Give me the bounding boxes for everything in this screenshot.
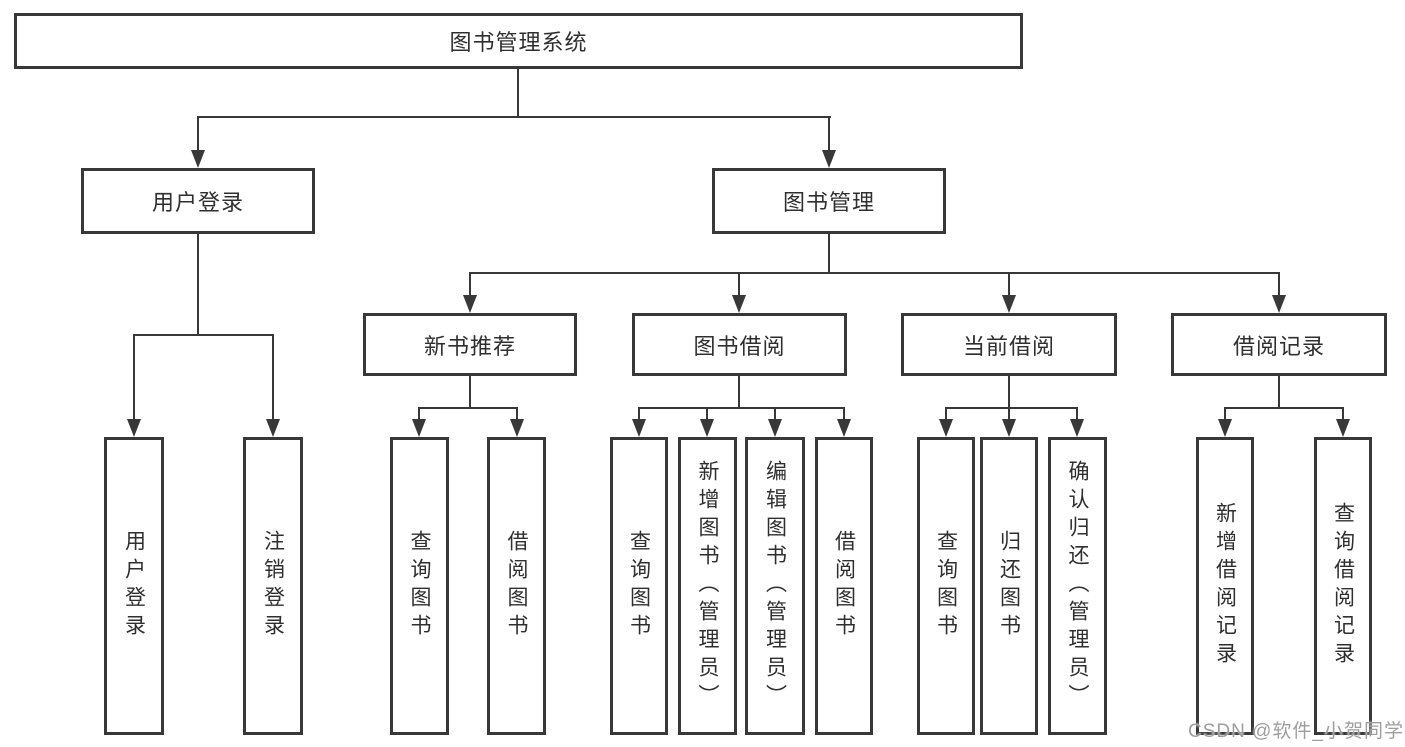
connector-to-user-login xyxy=(197,116,199,152)
arrowhead-records-c1-icon xyxy=(1218,419,1232,437)
connector-borrow-trunk xyxy=(738,375,740,409)
node-book-management-label: 图书管理 xyxy=(782,190,875,215)
arrowhead-logout-leaf-icon xyxy=(266,419,280,437)
connector-recommend-c2 xyxy=(516,407,518,421)
arrowhead-current-icon xyxy=(1002,295,1016,313)
leaf-current-return-books-label: 归还图书 xyxy=(997,530,1021,642)
connector-user-login-fork xyxy=(133,334,274,336)
connector-borrow-c3 xyxy=(774,407,776,421)
arrowhead-borrow-c1-icon xyxy=(632,419,646,437)
leaf-recommend-query-books-label: 查询图书 xyxy=(408,530,431,642)
arrowhead-recommend-c2-icon xyxy=(510,419,524,437)
connector-records-c2 xyxy=(1342,407,1344,421)
arrowhead-login-leaf-icon xyxy=(127,419,141,437)
node-user-login-label: 用户登录 xyxy=(151,190,244,215)
leaf-user-login: 用户登录 xyxy=(104,437,164,735)
node-borrow-records: 借阅记录 xyxy=(1171,313,1387,376)
arrowhead-borrow-c4-icon xyxy=(837,419,851,437)
leaf-borrow-query-books: 查询图书 xyxy=(610,437,668,735)
arrowhead-user-login-icon xyxy=(191,150,205,168)
arrowhead-borrow-c3-icon xyxy=(768,419,782,437)
connector-to-records xyxy=(1278,272,1280,297)
arrowhead-records-icon xyxy=(1272,295,1286,313)
connector-book-mgmt-trunk xyxy=(828,233,830,274)
leaf-borrow-edit-book-admin: 编辑图书（管理员） xyxy=(745,437,805,735)
connector-to-login-leaf xyxy=(133,334,135,421)
arrowhead-book-management-icon xyxy=(822,150,836,168)
leaf-current-return-books: 归还图书 xyxy=(980,437,1038,735)
leaf-current-confirm-return-admin-label: 确认归还（管理员） xyxy=(1066,460,1089,712)
arrowhead-recommend-c1-icon xyxy=(412,419,426,437)
node-book-borrow: 图书借阅 xyxy=(632,313,847,376)
node-new-book-recommend: 新书推荐 xyxy=(363,313,577,376)
arrowhead-records-c2-icon xyxy=(1336,419,1350,437)
node-library-system: 图书管理系统 xyxy=(14,13,1023,69)
leaf-borrow-query-books-label: 查询图书 xyxy=(627,530,651,642)
connector-to-borrow xyxy=(738,272,740,297)
csdn-watermark: CSDN @软件_小贺同学 xyxy=(1188,721,1404,742)
connector-current-trunk xyxy=(1008,375,1010,409)
leaf-current-query-books-label: 查询图书 xyxy=(934,530,958,642)
connector-borrow-c4 xyxy=(843,407,845,421)
leaf-borrow-borrow-books: 借阅图书 xyxy=(815,437,873,735)
connector-to-logout-leaf xyxy=(272,334,274,421)
node-book-management: 图书管理 xyxy=(712,168,946,234)
leaf-borrow-add-book-admin-label: 新增图书（管理员） xyxy=(696,460,719,712)
node-user-login: 用户登录 xyxy=(81,168,315,234)
connector-to-recommend xyxy=(469,272,471,297)
leaf-current-query-books: 查询图书 xyxy=(917,437,975,735)
leaf-logout-label: 注销登录 xyxy=(261,530,285,642)
node-current-borrow: 当前借阅 xyxy=(901,313,1117,376)
leaf-records-query-record: 查询借阅记录 xyxy=(1314,437,1372,735)
node-current-borrow-label: 当前借阅 xyxy=(962,333,1055,359)
connector-user-login-trunk xyxy=(197,233,199,336)
connector-records-fork xyxy=(1224,407,1344,409)
leaf-records-query-record-label: 查询借阅记录 xyxy=(1331,502,1355,670)
connector-level3-fork xyxy=(469,272,1280,274)
leaf-records-add-record-label: 新增借阅记录 xyxy=(1213,502,1237,670)
connector-root-trunk xyxy=(517,67,519,118)
leaf-borrow-add-book-admin: 新增图书（管理员） xyxy=(678,437,737,735)
connector-to-current xyxy=(1008,272,1010,297)
connector-level2-fork xyxy=(197,116,831,118)
connector-borrow-c2 xyxy=(706,407,708,421)
leaf-recommend-borrow-books-label: 借阅图书 xyxy=(505,530,528,642)
connector-borrow-fork xyxy=(638,407,845,409)
connector-recommend-trunk xyxy=(469,375,471,409)
leaf-user-login-label: 用户登录 xyxy=(122,530,146,642)
leaf-current-confirm-return-admin: 确认归还（管理员） xyxy=(1048,437,1107,735)
leaf-logout: 注销登录 xyxy=(243,437,303,735)
leaf-recommend-query-books: 查询图书 xyxy=(390,437,449,735)
connector-current-c2 xyxy=(1008,407,1010,421)
connector-to-book-management xyxy=(828,116,830,152)
connector-current-fork xyxy=(945,407,1077,409)
arrowhead-current-c2-icon xyxy=(1002,419,1016,437)
connector-current-c1 xyxy=(945,407,947,421)
leaf-borrow-borrow-books-label: 借阅图书 xyxy=(832,530,856,642)
arrowhead-borrow-c2-icon xyxy=(700,419,714,437)
leaf-records-add-record: 新增借阅记录 xyxy=(1196,437,1254,735)
arrowhead-current-c1-icon xyxy=(939,419,953,437)
connector-recommend-c1 xyxy=(418,407,420,421)
node-library-system-label: 图书管理系统 xyxy=(449,30,588,55)
connector-recommend-fork xyxy=(418,407,518,409)
connector-records-trunk xyxy=(1278,375,1280,409)
leaf-borrow-edit-book-admin-label: 编辑图书（管理员） xyxy=(763,460,787,712)
node-book-borrow-label: 图书借阅 xyxy=(693,333,786,359)
connector-current-c3 xyxy=(1076,407,1078,421)
arrowhead-borrow-icon xyxy=(732,295,746,313)
connector-records-c1 xyxy=(1224,407,1226,421)
node-borrow-records-label: 借阅记录 xyxy=(1232,333,1325,359)
arrowhead-recommend-icon xyxy=(463,295,477,313)
connector-borrow-c1 xyxy=(638,407,640,421)
leaf-recommend-borrow-books: 借阅图书 xyxy=(487,437,546,735)
arrowhead-current-c3-icon xyxy=(1070,419,1084,437)
node-new-book-recommend-label: 新书推荐 xyxy=(423,333,516,359)
